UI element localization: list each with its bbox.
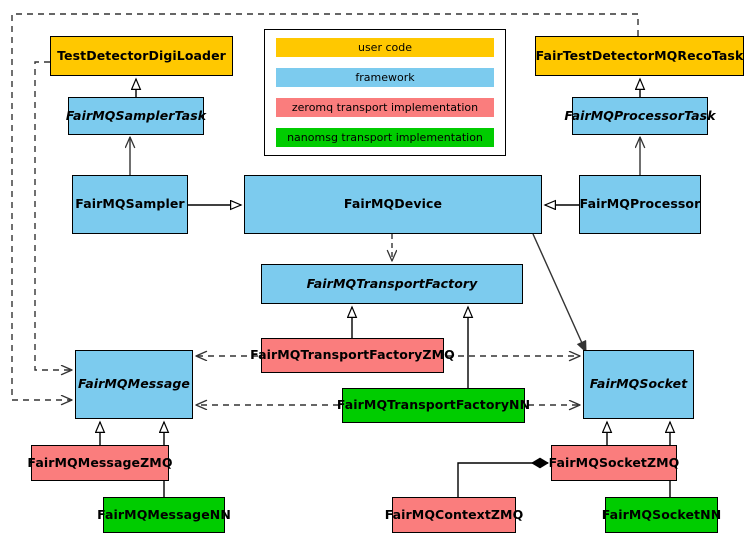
class-node-fairmqsocket[interactable]: FairMQSocket: [583, 350, 694, 419]
class-label: TestDetectorDigiLoader: [57, 47, 226, 63]
class-label: FairMQSamplerTask: [65, 107, 207, 123]
class-node-fairmqtransportfactoryzmq[interactable]: FairMQTransportFactoryZMQ: [250, 338, 455, 373]
class-label: FairTestDetectorMQRecoTask: [535, 47, 744, 63]
legend-panel: user code framework zeromq transport imp…: [264, 29, 506, 156]
class-label: FairMQTransportFactory: [306, 275, 478, 291]
class-label: FairMQProcessorTask: [564, 107, 716, 123]
class-label: FairMQMessage: [78, 376, 191, 392]
class-label: FairMQMessageZMQ: [27, 454, 173, 470]
legend-label-nanomsg: nanomsg transport implementation: [287, 131, 483, 144]
legend-item-framework: framework: [276, 68, 494, 87]
class-node-fairmqmessagezmq[interactable]: FairMQMessageZMQ: [27, 445, 172, 481]
class-label: FairMQTransportFactoryZMQ: [250, 347, 455, 363]
class-label: FairMQMessageNN: [97, 506, 231, 522]
class-node-fairmqmessagenn[interactable]: FairMQMessageNN: [97, 497, 231, 533]
class-node-testdetectordigiloader[interactable]: TestDetectorDigiLoader: [50, 36, 233, 76]
class-node-fairmqtransportfactorynn[interactable]: FairMQTransportFactoryNN: [337, 388, 530, 423]
class-node-fairmqsocketzmq[interactable]: FairMQSocketZMQ: [548, 445, 680, 481]
class-label: FairMQSocketNN: [601, 506, 722, 522]
legend-label-zeromq: zeromq transport implementation: [291, 101, 479, 114]
class-label: FairMQSocket: [589, 376, 688, 392]
legend-label-framework: framework: [355, 71, 415, 84]
class-node-fairmqtransportfactory[interactable]: FairMQTransportFactory: [261, 264, 523, 304]
legend-label-user-code: user code: [357, 41, 413, 54]
class-node-fairmqsampler[interactable]: FairMQSampler: [72, 175, 188, 234]
class-node-fairmqsocketnn[interactable]: FairMQSocketNN: [602, 497, 721, 533]
class-label: FairMQSocketZMQ: [548, 454, 680, 470]
class-node-fairmqdevice[interactable]: FairMQDevice: [244, 175, 542, 234]
legend-item-user-code: user code: [276, 38, 494, 57]
class-label: FairMQSampler: [75, 196, 185, 212]
class-label: FairMQTransportFactoryNN: [336, 397, 531, 413]
class-label: FairMQDevice: [343, 196, 443, 212]
class-node-fairmqmessage[interactable]: FairMQMessage: [75, 350, 193, 419]
class-node-fairmqcontextzmq[interactable]: FairMQContextZMQ: [385, 497, 523, 533]
class-node-fairmqprocessortask[interactable]: FairMQProcessorTask: [564, 97, 716, 135]
class-node-fairtestdetectormqrecotask[interactable]: FairTestDetectorMQRecoTask: [535, 36, 744, 76]
class-node-fairmqsamplertask[interactable]: FairMQSamplerTask: [65, 97, 207, 135]
class-label: FairMQProcessor: [579, 196, 701, 212]
class-label: FairMQContextZMQ: [384, 506, 524, 522]
legend-item-zeromq: zeromq transport implementation: [276, 98, 494, 117]
class-node-fairmqprocessor[interactable]: FairMQProcessor: [579, 175, 701, 234]
legend-item-nanomsg: nanomsg transport implementation: [276, 128, 494, 147]
